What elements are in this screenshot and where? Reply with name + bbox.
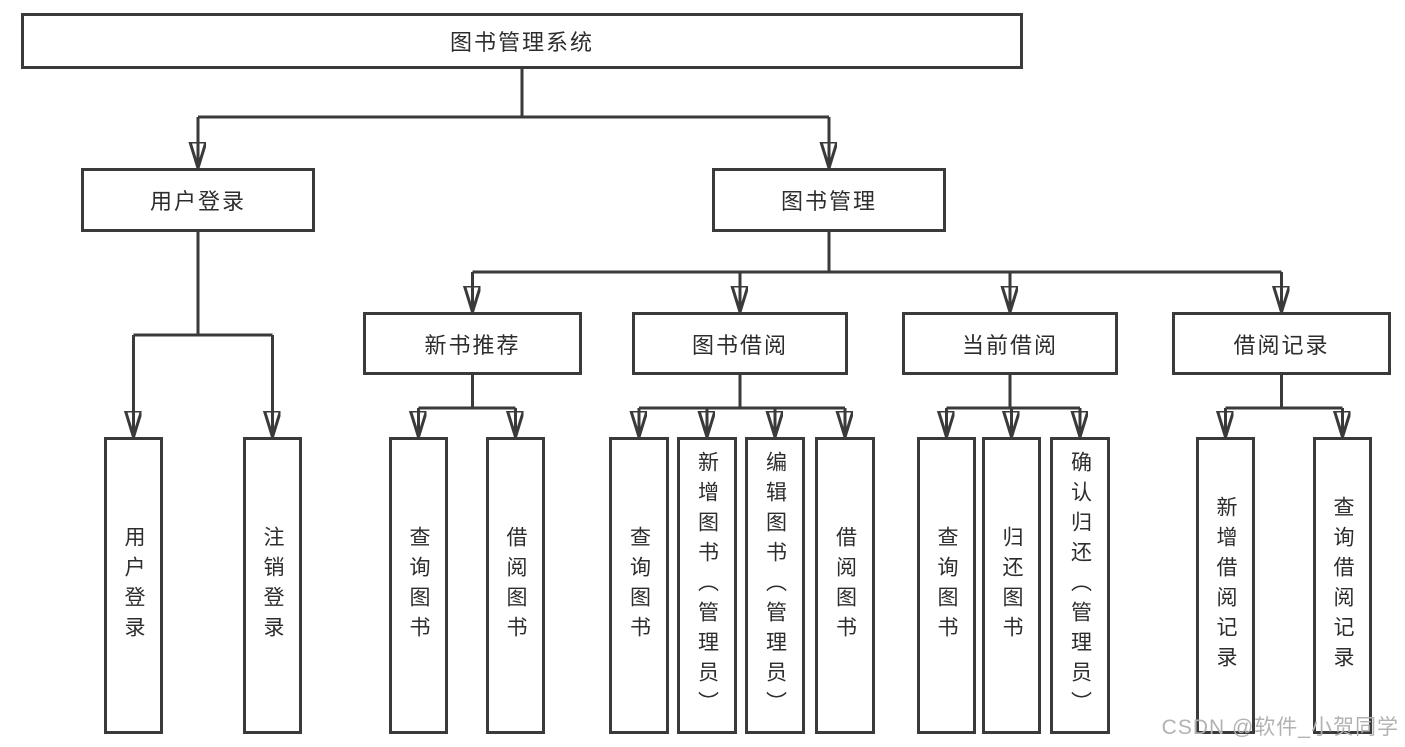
node-leaf-query-books: 查询图书: [917, 437, 976, 734]
node-label: 新增借阅记录: [1214, 495, 1237, 676]
connector-borrow-record-trunk: [1225, 375, 1343, 410]
node-leaf-add-books-admin: 新增图书（管理员）: [677, 437, 737, 734]
connector-book-borrow-trunk: [639, 375, 845, 410]
node-label: 图书管理系统: [449, 30, 594, 55]
node-book-borrow: 图书借阅: [632, 312, 848, 375]
node-leaf-query-books: 查询图书: [609, 437, 669, 734]
node-label: 用户登录: [149, 189, 246, 214]
node-current-borrow: 当前借阅: [902, 312, 1118, 375]
node-leaf-query-books: 查询图书: [389, 437, 448, 734]
node-label: 归还图书: [1000, 525, 1023, 646]
node-leaf-edit-books-admin: 编辑图书（管理员）: [745, 437, 805, 734]
node-leaf-logout: 注销登录: [243, 437, 302, 734]
connector-user-module-trunk: [133, 232, 273, 337]
node-label: 新书推荐: [424, 332, 521, 358]
node-label: 借阅记录: [1233, 332, 1330, 358]
node-label: 查询图书: [627, 525, 651, 646]
node-book-management: 图书管理: [712, 168, 946, 232]
node-label: 查询图书: [935, 525, 958, 646]
node-borrow-record: 借阅记录: [1172, 312, 1391, 375]
node-leaf-user-login: 用户登录: [104, 437, 163, 734]
watermark: CSDN @软件_小贺同学: [1161, 716, 1399, 739]
node-label: 查询借阅记录: [1331, 495, 1354, 676]
node-label: 图书借阅: [691, 332, 788, 358]
node-label: 借阅图书: [504, 525, 527, 646]
node-leaf-return-books: 归还图书: [982, 437, 1041, 734]
node-label: 确认归还（管理员）: [1068, 450, 1092, 721]
node-label: 用户登录: [122, 525, 145, 646]
node-leaf-confirm-return-admin: 确认归还（管理员）: [1050, 437, 1110, 734]
node-new-book-recommend: 新书推荐: [363, 312, 582, 375]
node-label: 新增图书（管理员）: [695, 450, 719, 721]
node-leaf-add-borrow-record: 新增借阅记录: [1196, 437, 1255, 734]
node-leaf-query-borrow-record: 查询借阅记录: [1313, 437, 1372, 734]
node-label: 注销登录: [261, 525, 284, 646]
node-label: 借阅图书: [833, 525, 857, 646]
node-user-login-module: 用户登录: [81, 168, 315, 232]
connector-new-book-trunk: [418, 375, 516, 410]
node-label: 当前借阅: [961, 332, 1058, 358]
node-label: 图书管理: [780, 189, 877, 214]
node-leaf-borrow-books: 借阅图书: [486, 437, 545, 734]
node-leaf-borrow-books: 借阅图书: [815, 437, 875, 734]
node-label: 编辑图书（管理员）: [763, 450, 787, 721]
connector-current-borrow-trunk: [946, 375, 1080, 410]
node-root-system: 图书管理系统: [21, 13, 1023, 69]
connector-book-module-trunk: [472, 232, 1282, 274]
node-label: 查询图书: [407, 525, 430, 646]
connector-root-trunk: [198, 69, 829, 119]
